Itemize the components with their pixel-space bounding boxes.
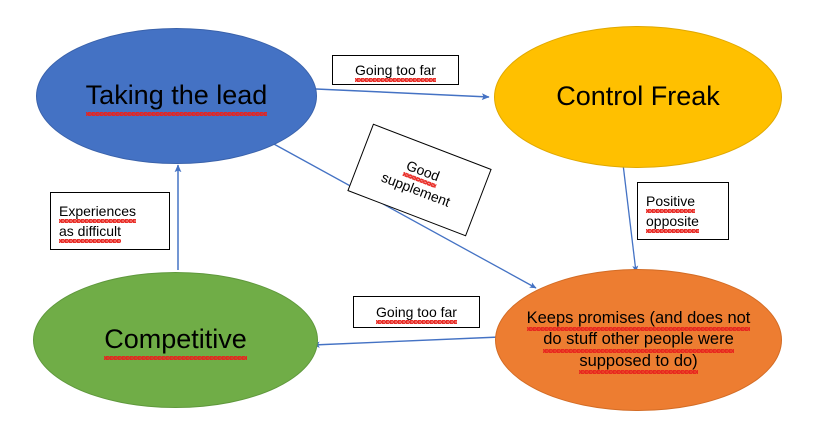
edge-keeps-promises-to-competitive <box>312 336 501 348</box>
node-keeps-promises[interactable]: Keeps promises (and does not do stuff ot… <box>495 269 782 411</box>
node-control-freak[interactable]: Control Freak <box>494 26 782 168</box>
edge-label-line: Going too far <box>355 60 436 83</box>
node-label: Control Freak <box>546 79 730 114</box>
edge-taking-the-lead-to-keeps-promises <box>271 142 537 289</box>
edge-label-going-too-far-top[interactable]: Going too far <box>332 55 459 85</box>
edge-taking-the-lead-to-control-freak <box>315 88 490 101</box>
node-taking-the-lead[interactable]: Taking the lead <box>36 28 317 164</box>
node-label: Competitive <box>94 322 257 360</box>
node-line-text: Keeps promises (and does not <box>526 308 750 332</box>
node-label: Keeps promises (and does not do stuff ot… <box>496 308 781 375</box>
edge-label-line: Experiences <box>59 201 137 224</box>
node-label: Taking the lead <box>76 78 278 116</box>
node-line-text: Competitive <box>104 322 247 360</box>
node-line-text: Taking the lead <box>85 78 267 116</box>
edge-control-freak-to-keeps-promises <box>622 163 639 273</box>
edge-label-going-too-far-bottom[interactable]: Going too far <box>353 296 480 328</box>
edge-label-positive-opposite[interactable]: Positive opposite <box>637 182 729 240</box>
edge-label-line: Positive <box>646 191 696 214</box>
edge-label-line: as difficult <box>59 221 121 244</box>
edge-label-line: opposite <box>646 211 699 234</box>
node-line-text: supposed to do) <box>579 351 699 375</box>
edge-label-line: Going too far <box>376 302 457 325</box>
node-line-text: Control Freak <box>556 81 720 112</box>
edge-label-experiences-as-difficult[interactable]: Experiences as difficult <box>50 192 170 250</box>
node-competitive[interactable]: Competitive <box>33 272 318 408</box>
node-line-text: do stuff other people were <box>543 329 734 354</box>
